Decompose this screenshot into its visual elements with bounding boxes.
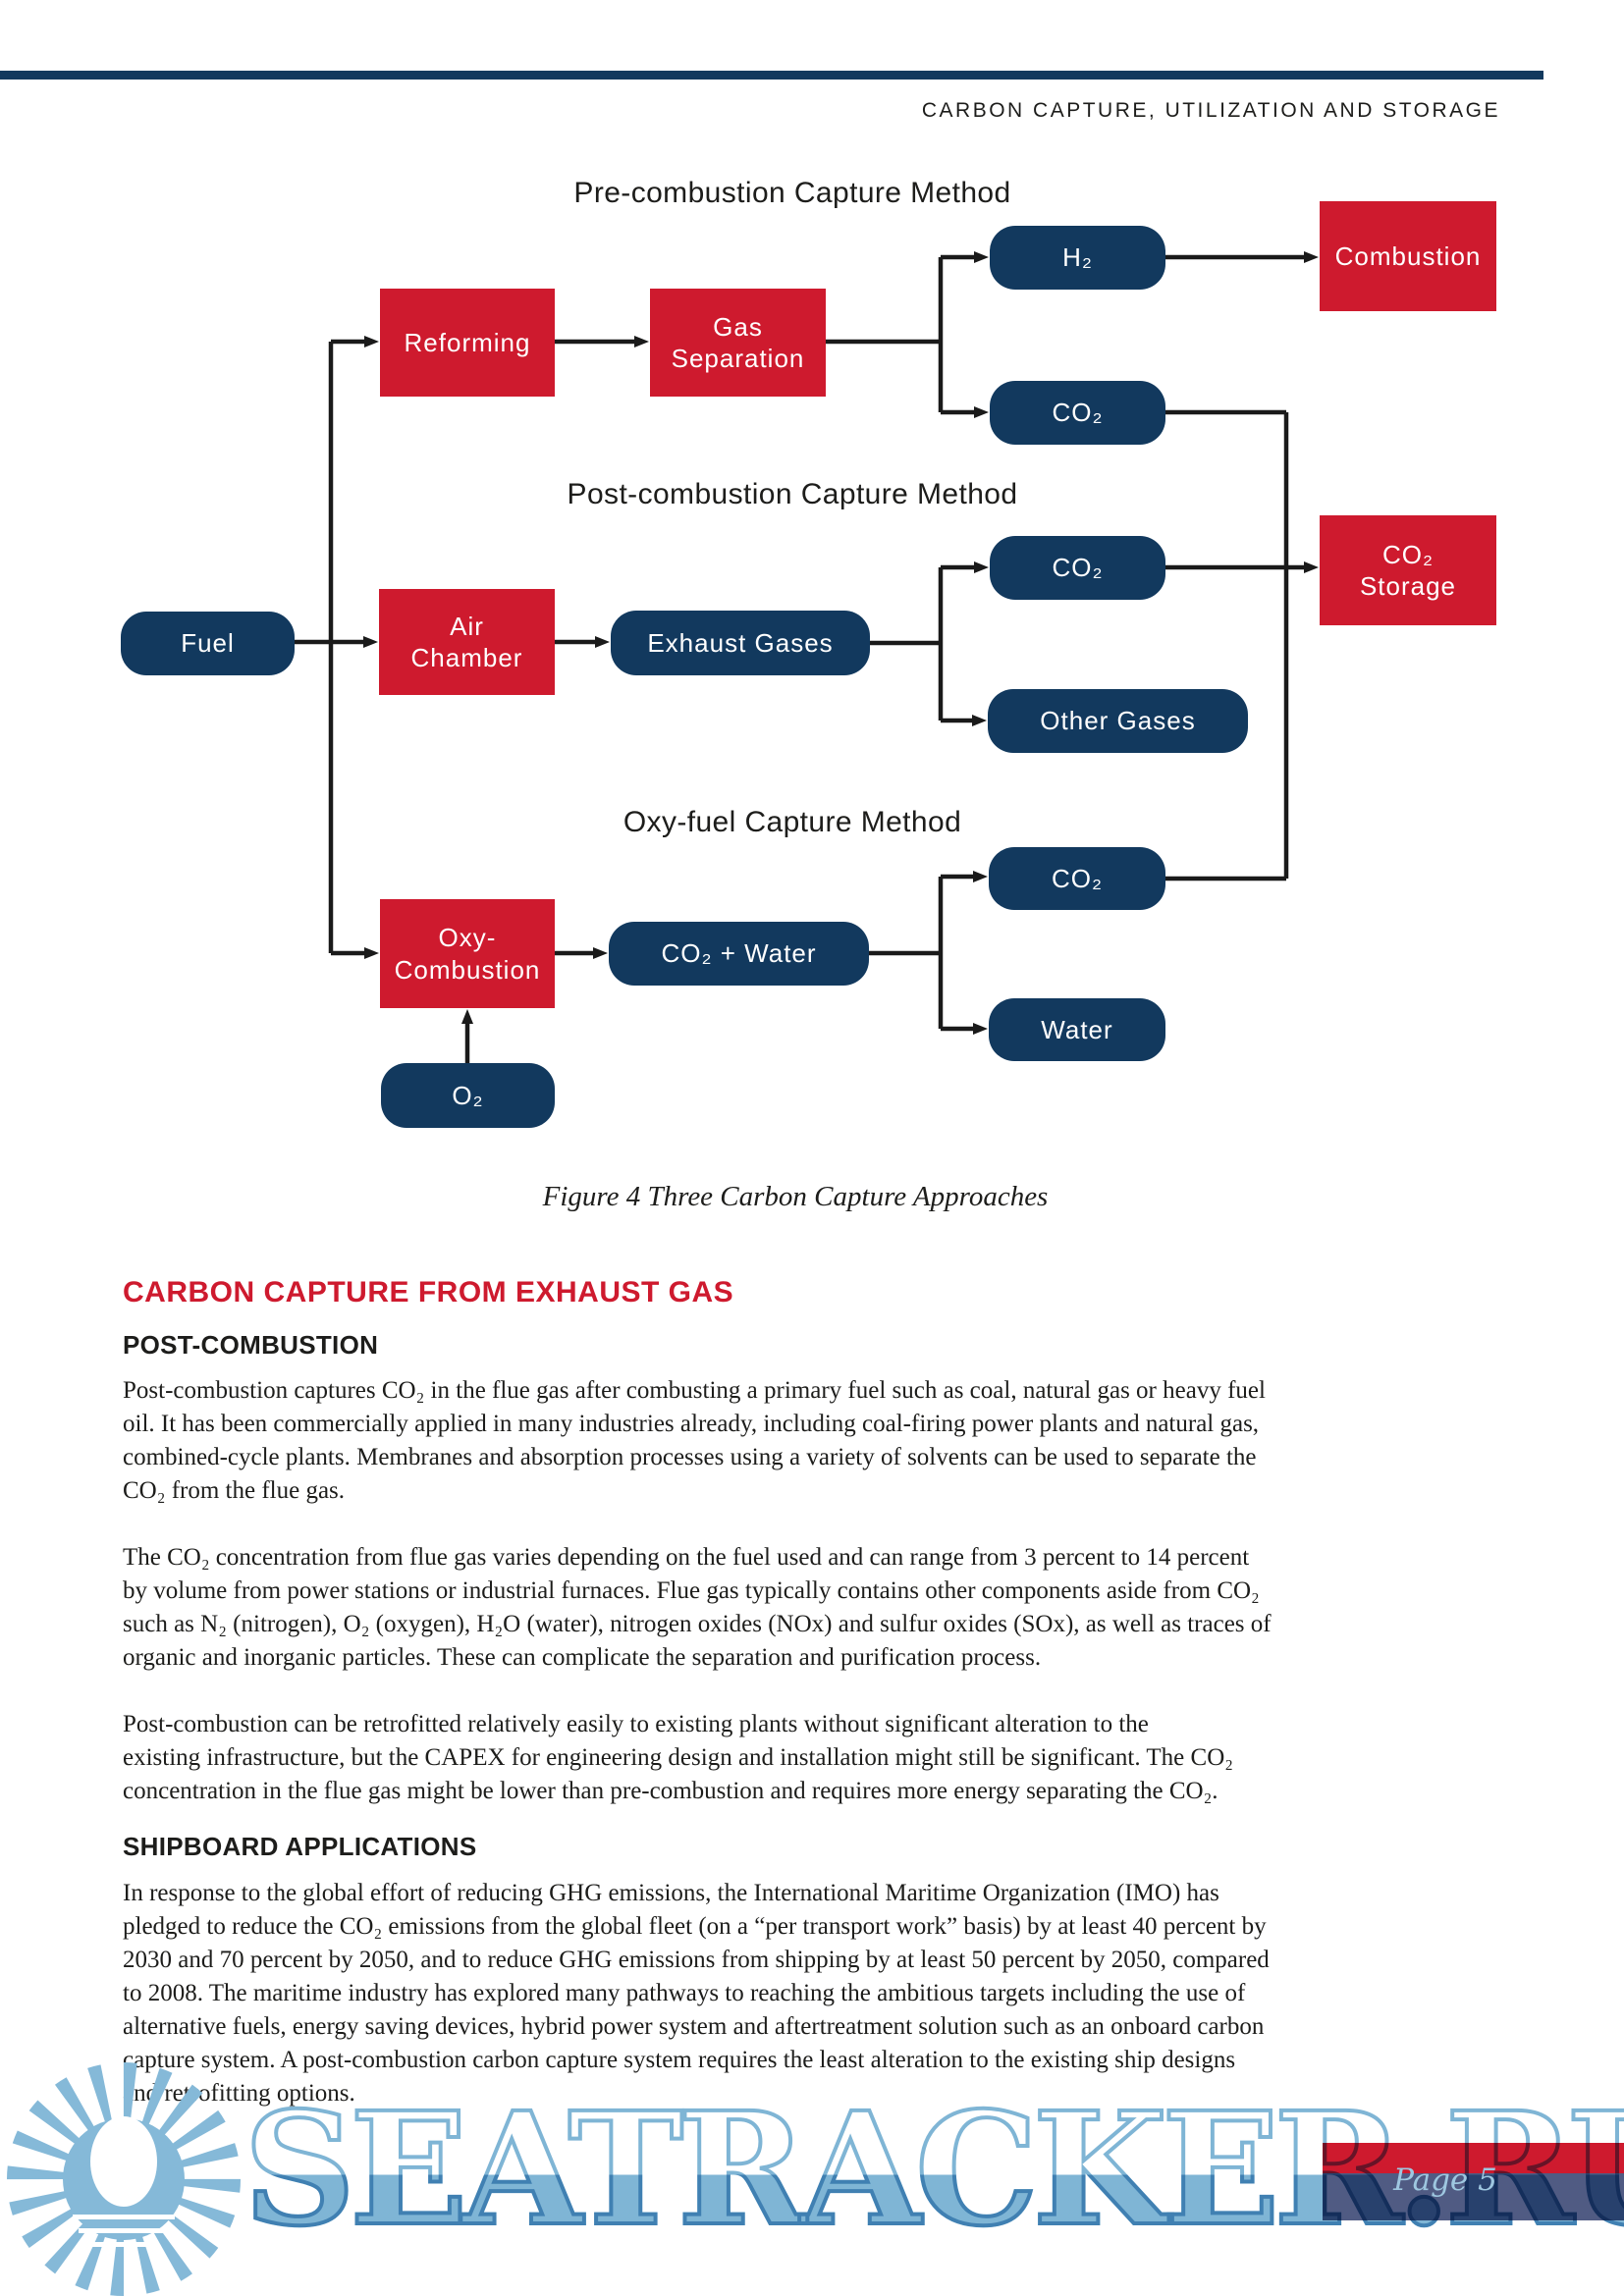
section-heading: CARBON CAPTURE FROM EXHAUST GAS: [123, 1276, 734, 1308]
sun-logo-icon: [7, 2062, 241, 2296]
figure-caption: Figure 4 Three Carbon Capture Approaches: [542, 1181, 1049, 1212]
running-header: CARBON CAPTURE, UTILIZATION AND STORAGE: [921, 99, 1500, 122]
node-other-gases: Other Gases: [988, 689, 1248, 753]
node-o2: O₂: [381, 1063, 555, 1128]
paragraph-2: The CO₂ concentration from flue gas vari…: [123, 1544, 1272, 1671]
diagram-connectors: [295, 251, 1319, 1063]
paragraph-3: Post-combustion can be retrofitted relat…: [123, 1711, 1233, 1804]
header-rule: [0, 71, 1543, 80]
node-gas-separation: Gas Separation: [650, 289, 826, 397]
node-exhaust-gases: Exhaust Gases: [611, 611, 870, 675]
node-reforming: Reforming: [380, 289, 555, 397]
watermark-text-outline: SEATRACKER.RU: [242, 2079, 1624, 2261]
node-h2: H₂: [990, 226, 1165, 290]
node-oxy-combustion: Oxy- Combustion: [380, 899, 555, 1008]
watermark-text-fill: SEATRACKER.RU: [244, 2079, 1624, 2261]
paragraph-1: Post-combustion captures CO₂ in the flue…: [123, 1377, 1266, 1504]
subsection-shipboard-applications: SHIPBOARD APPLICATIONS: [123, 1832, 477, 1861]
node-co2-pre: CO₂: [990, 381, 1165, 445]
node-co2-water: CO₂ + Water: [609, 922, 869, 986]
node-co2-oxy: CO₂: [989, 847, 1165, 910]
diagram-title-pre-combustion: Pre-combustion Capture Method: [573, 177, 1011, 209]
paragraph-4: In response to the global effort of redu…: [123, 1880, 1270, 2107]
diagram-title-oxy-fuel: Oxy-fuel Capture Method: [623, 806, 962, 838]
node-co2-storage: CO₂ Storage: [1320, 515, 1496, 625]
diagram-title-post-combustion: Post-combustion Capture Method: [567, 478, 1018, 510]
page-number-label: Page 5: [1393, 2163, 1497, 2198]
subsection-post-combustion: POST-COMBUSTION: [123, 1330, 379, 1360]
node-air-chamber: Air Chamber: [379, 589, 555, 695]
node-water: Water: [989, 998, 1165, 1061]
node-co2-post: CO₂: [990, 536, 1165, 600]
page-number-band: [1323, 2173, 1624, 2220]
node-fuel: Fuel: [121, 612, 295, 675]
node-combustion: Combustion: [1320, 201, 1496, 311]
